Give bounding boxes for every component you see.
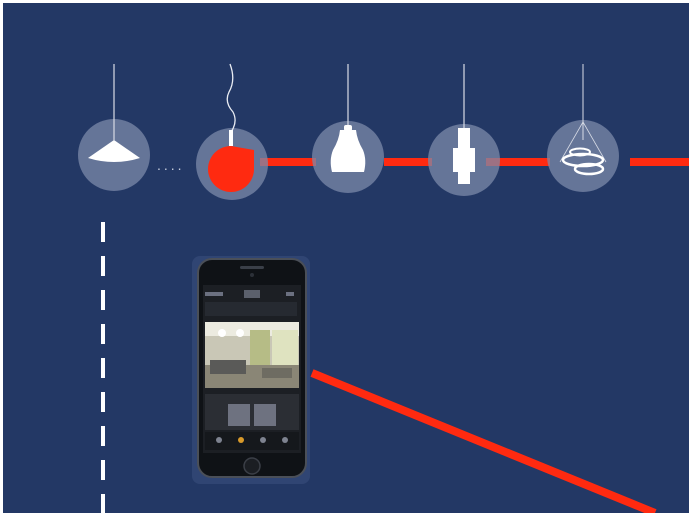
lighting-control-diagram: ....	[3, 3, 689, 513]
smartphone-app-icon	[192, 256, 310, 484]
red-diagonal-line	[312, 373, 655, 513]
ring-chandelier-icon	[547, 64, 619, 192]
room-photo	[205, 322, 299, 388]
wide-cone-pendant-icon	[78, 64, 150, 191]
bell-pendant-icon	[312, 64, 384, 193]
cylinder-pendant-icon	[428, 64, 500, 196]
ellipsis-text: ....	[157, 157, 185, 173]
active-globe-pendant-icon	[196, 64, 268, 200]
